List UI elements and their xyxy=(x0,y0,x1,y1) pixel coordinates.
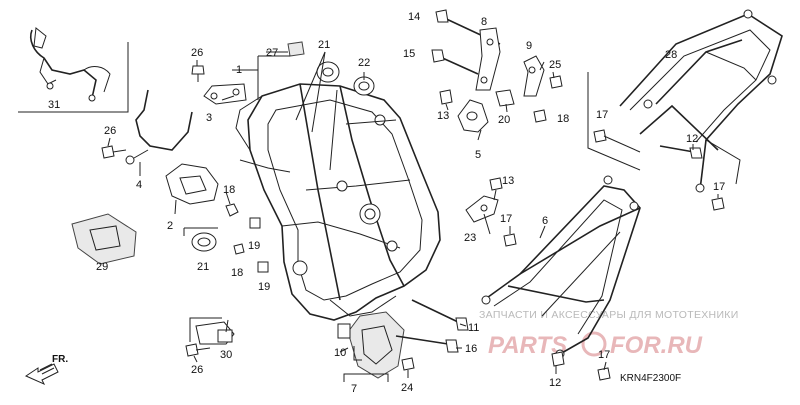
callout-25: 25 xyxy=(549,59,561,71)
part-guard-29 xyxy=(71,213,137,265)
callout-15: 15 xyxy=(403,48,415,60)
callout-24: 24 xyxy=(401,382,413,394)
front-label: FR. xyxy=(52,354,68,365)
watermark-logo-gear-icon xyxy=(581,331,607,357)
callout-26-left: 26 xyxy=(104,125,116,137)
callout-23: 23 xyxy=(464,232,476,244)
callout-28: 28 xyxy=(665,49,677,61)
callout-6: 6 xyxy=(542,215,548,227)
part-cover-2 xyxy=(165,163,219,205)
part-bolt-15 xyxy=(431,49,479,75)
callout-20: 20 xyxy=(498,114,510,126)
callout-13-mid: 13 xyxy=(502,175,514,187)
part-nut-25 xyxy=(549,75,563,89)
callout-12-bottom: 12 xyxy=(549,377,561,389)
part-bolt-24 xyxy=(401,357,415,371)
part-collar-19-b xyxy=(257,261,269,273)
part-bolt-16 xyxy=(395,335,459,353)
part-clip-20 xyxy=(495,89,515,107)
part-harness-31 xyxy=(29,27,111,102)
callout-2: 2 xyxy=(167,220,173,232)
callout-22: 22 xyxy=(358,57,370,69)
part-subframe-6 xyxy=(481,175,641,359)
callout-26-bottom: 26 xyxy=(191,364,203,376)
callouts: 1 2 3 4 5 6 7 8 9 10 11 12 12 13 13 14 1… xyxy=(48,11,725,395)
part-nut-18-b xyxy=(233,243,245,255)
callout-17-subframe: 17 xyxy=(596,109,608,121)
part-main-frame-1 xyxy=(235,83,441,321)
part-nut-18-top xyxy=(533,109,547,123)
callout-4: 4 xyxy=(136,179,142,191)
part-bolt-26-bottom xyxy=(185,343,211,357)
callout-18-top: 18 xyxy=(557,113,569,125)
part-bolt-26-left xyxy=(101,145,127,159)
bracket-10-leader xyxy=(353,346,362,361)
callout-12-top: 12 xyxy=(686,133,698,145)
box-bracket-28 xyxy=(587,72,641,171)
part-bracket-23 xyxy=(465,195,499,223)
bracket-7 xyxy=(343,373,389,382)
part-bolt-17-mid xyxy=(503,233,517,247)
callout-1: 1 xyxy=(236,64,242,76)
callout-18-left: 18 xyxy=(223,184,235,196)
callout-27: 27 xyxy=(266,47,278,59)
diagram-code: KRN4F2300F xyxy=(620,373,681,384)
part-bolt-13-top xyxy=(439,89,453,105)
callout-19-b: 19 xyxy=(258,281,270,293)
front-direction-indicator: FR. xyxy=(24,354,68,386)
callout-17-right: 17 xyxy=(713,181,725,193)
part-label-27 xyxy=(287,41,305,57)
part-bracket-3 xyxy=(203,83,247,105)
part-collar-19-a xyxy=(249,217,261,229)
callout-30: 30 xyxy=(220,349,232,361)
callout-17-mid: 17 xyxy=(500,213,512,225)
part-bolt-17-subframe xyxy=(593,129,641,153)
watermark-subtitle: ЗАПЧАСТИ И АКСЕССУАРЫ ДЛЯ МОТОТЕХНИКИ xyxy=(479,309,739,321)
part-clamp-21-lower xyxy=(191,232,217,252)
part-bracket-9 xyxy=(523,55,545,97)
callout-5: 5 xyxy=(475,149,481,161)
callout-14: 14 xyxy=(408,11,420,23)
callout-11: 11 xyxy=(468,322,479,334)
callout-10: 10 xyxy=(334,347,346,359)
part-clamp-30 xyxy=(195,321,235,345)
callout-21-top: 21 xyxy=(318,39,330,51)
callout-9: 9 xyxy=(526,40,532,52)
callout-16: 16 xyxy=(465,343,477,355)
callout-13-top: 13 xyxy=(437,110,449,122)
callout-7: 7 xyxy=(351,383,357,395)
callout-31: 31 xyxy=(48,99,60,111)
part-bolt-26-top xyxy=(191,65,205,82)
part-collar-5 xyxy=(457,99,489,133)
part-bolt-12-subframe xyxy=(659,145,703,159)
box-bracket-30 xyxy=(189,317,222,342)
part-bolt-12-bottom xyxy=(551,351,565,367)
part-subframe-28 xyxy=(619,9,783,193)
part-skid-plate-10 xyxy=(337,311,405,379)
part-bolt-13-mid xyxy=(489,177,503,201)
callout-21-lower: 21 xyxy=(197,261,209,273)
part-wire-stay-4 xyxy=(125,89,193,165)
callout-19-a: 19 xyxy=(248,240,260,252)
callout-17-bottom: 17 xyxy=(598,349,610,361)
callout-18-lower: 18 xyxy=(231,267,243,279)
callout-26-top: 26 xyxy=(191,47,203,59)
watermark-logo-right: FOR.RU xyxy=(610,332,703,359)
callout-29: 29 xyxy=(96,261,108,273)
box-bracket-31 xyxy=(18,42,129,113)
leader-lines xyxy=(107,51,719,378)
callout-3: 3 xyxy=(206,112,212,124)
part-bracket-8 xyxy=(475,27,501,91)
part-bolt-11 xyxy=(411,299,469,331)
part-nut-18-a xyxy=(225,203,239,217)
part-bolt-17-right xyxy=(711,197,725,211)
callout-8: 8 xyxy=(481,16,487,28)
